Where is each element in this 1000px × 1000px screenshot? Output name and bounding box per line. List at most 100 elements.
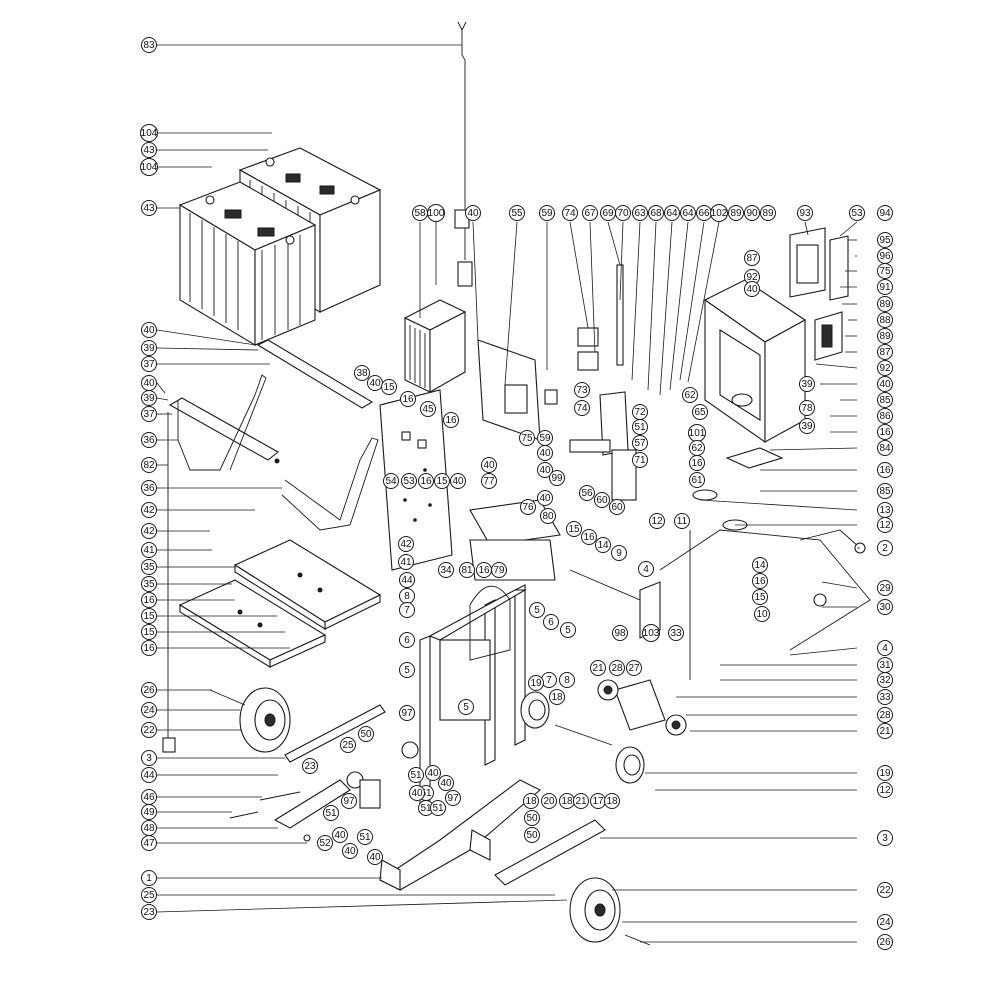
callout-c81: 81 <box>459 562 475 578</box>
callout-number: 5 <box>404 665 410 676</box>
callout-number: 41 <box>143 545 155 556</box>
callout-c53b: 53 <box>401 473 417 489</box>
callout-c104b: 104 <box>140 158 158 176</box>
callout-number: 59 <box>541 208 553 219</box>
callout-number: 6 <box>404 635 410 646</box>
callout-c42a: 42 <box>141 502 157 518</box>
callout-number: 6 <box>548 617 554 628</box>
callout-c89d: 89 <box>877 328 893 344</box>
callout-c34: 34 <box>438 562 454 578</box>
callout-c14a: 14 <box>595 537 611 553</box>
callout-number: 56 <box>581 488 593 499</box>
charger-unit <box>403 299 467 393</box>
callout-number: 40 <box>483 460 495 471</box>
callout-number: 59 <box>539 433 551 444</box>
callout-number: 89 <box>730 208 742 219</box>
callout-number: 42 <box>143 505 155 516</box>
callout-number: 40 <box>539 465 551 476</box>
callout-c60b: 60 <box>609 499 625 515</box>
callout-number: 40 <box>452 476 464 487</box>
callout-c17: 17 <box>590 793 606 809</box>
callout-number: 79 <box>493 565 505 576</box>
callout-circle <box>141 523 157 539</box>
callout-c103: 103 <box>642 624 660 642</box>
callout-c28a: 28 <box>877 707 893 723</box>
callout-number: 16 <box>879 465 891 476</box>
callout-number: 50 <box>526 830 538 841</box>
callout-c40a: 40 <box>141 322 157 338</box>
callout-c40b: 40 <box>141 375 157 391</box>
callout-c16a: 16 <box>141 592 157 608</box>
callout-number: 38 <box>356 368 368 379</box>
callout-number: 60 <box>596 495 608 506</box>
callout-c9: 9 <box>611 545 627 561</box>
callout-c50b: 50 <box>524 810 540 826</box>
main-frame <box>419 584 528 806</box>
callout-c26a: 26 <box>141 682 157 698</box>
callout-circle <box>141 722 157 738</box>
callout-c26b: 26 <box>877 934 893 950</box>
callout-circle <box>141 592 157 608</box>
callout-number: 54 <box>385 476 397 487</box>
callout-c5a: 5 <box>399 662 415 678</box>
callout-number: 40 <box>369 378 381 389</box>
callout-number: 65 <box>694 407 706 418</box>
callout-c6a: 6 <box>399 632 415 648</box>
callout-c95: 95 <box>877 232 893 248</box>
callout-c5d: 5 <box>458 699 474 715</box>
callout-number: 50 <box>360 729 372 740</box>
callout-c40f: 40 <box>537 445 553 461</box>
callout-number: 50 <box>526 813 538 824</box>
callout-c11: 11 <box>674 513 690 529</box>
callout-circle <box>638 561 654 577</box>
callout-c75b: 75 <box>519 430 535 446</box>
callout-number: 14 <box>597 540 609 551</box>
callout-circle <box>141 356 157 372</box>
callout-circle <box>445 790 461 806</box>
callout-circle <box>877 462 893 478</box>
callout-c18d: 18 <box>604 793 620 809</box>
callout-number: 1 <box>146 873 152 884</box>
callout-number: 22 <box>143 725 155 736</box>
callout-c31: 31 <box>877 657 893 673</box>
callout-c28b: 28 <box>609 660 625 676</box>
callout-number: 70 <box>617 208 629 219</box>
callout-number: 41 <box>400 557 412 568</box>
callout-circle <box>481 473 497 489</box>
callout-c21b: 21 <box>590 660 606 676</box>
callout-circle <box>877 707 893 723</box>
callout-circle <box>877 540 893 556</box>
callout-number: 44 <box>401 575 413 586</box>
callout-circle <box>141 804 157 820</box>
callout-number: 80 <box>542 511 554 522</box>
callout-circle <box>332 827 348 843</box>
callout-c97c: 97 <box>445 790 461 806</box>
callout-number: 28 <box>611 663 623 674</box>
callout-circle <box>141 870 157 886</box>
callout-circle <box>668 625 684 641</box>
callout-circle <box>141 702 157 718</box>
callout-circle <box>799 400 815 416</box>
callout-number: 16 <box>478 565 490 576</box>
callout-circle <box>682 387 698 403</box>
callout-circle <box>877 914 893 930</box>
callout-circle <box>877 360 893 376</box>
callout-c80: 80 <box>540 508 556 524</box>
callout-circle <box>141 640 157 656</box>
callout-circle <box>579 485 595 501</box>
callout-c60a: 60 <box>594 492 610 508</box>
callout-circle <box>141 682 157 698</box>
callout-c40q: 40 <box>367 849 383 865</box>
callout-number: 13 <box>879 505 891 516</box>
callout-circle <box>427 204 445 222</box>
callout-number: 51 <box>420 788 432 799</box>
callout-circle <box>752 573 768 589</box>
callout-circle <box>141 432 157 448</box>
callout-c1: 1 <box>141 870 157 886</box>
callout-circle <box>632 452 648 468</box>
callout-c39c: 39 <box>799 376 815 392</box>
callout-circle <box>797 205 813 221</box>
callout-number: 85 <box>879 486 891 497</box>
callout-c19b: 19 <box>528 675 544 691</box>
callout-c64b: 64 <box>680 205 696 221</box>
